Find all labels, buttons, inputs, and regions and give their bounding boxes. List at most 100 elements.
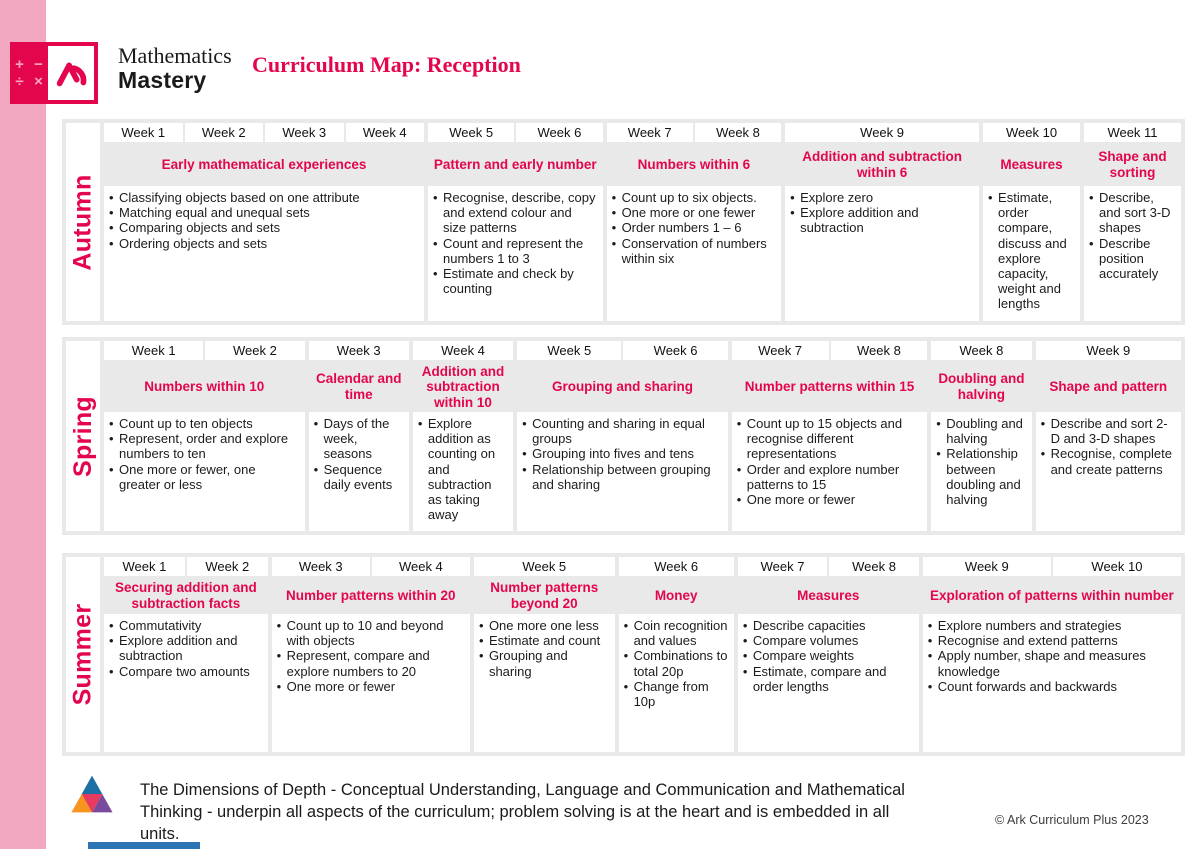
week-header: Week 6 — [618, 557, 734, 576]
unit-column: Week 4 Addition and subtraction within 10… — [412, 341, 514, 531]
week-header: Week 3 — [265, 123, 344, 142]
bullet-item: Change from 10p — [623, 679, 729, 709]
bullet-item: Count forwards and backwards — [927, 679, 1176, 694]
unit-content: Describe capacitiesCompare volumesCompar… — [737, 614, 919, 752]
unit-title: Money — [654, 588, 698, 604]
bullet-item: Estimate and count — [478, 633, 610, 648]
bullet-item: Order numbers 1 – 6 — [611, 220, 777, 235]
bullet-item: Represent, compare and explore numbers t… — [276, 648, 465, 678]
week-header: Week 2 — [205, 341, 305, 360]
week-header: Week 7 — [606, 123, 693, 142]
unit-title: Securing addition and subtraction facts — [114, 580, 257, 611]
unit-content: Counting and sharing in equal groupsGrou… — [517, 412, 728, 531]
week-header-row: Week 5 — [473, 557, 615, 576]
unit-content: Explore zeroExplore addition and subtrac… — [785, 186, 980, 321]
week-header-row: Week 8 — [931, 341, 1032, 360]
week-header: Week 9 — [1035, 341, 1181, 360]
bullet-item: Count up to 15 objects and recognise dif… — [736, 416, 923, 462]
multiply-icon: × — [34, 73, 43, 90]
brand-mastery: Mastery — [118, 67, 207, 93]
bullet-item: Explore addition and subtraction — [789, 205, 974, 235]
week-header: Week 11 — [1084, 123, 1181, 142]
bullet-item: One more or fewer — [736, 492, 923, 507]
unit-title: Addition and subtraction within 6 — [802, 149, 962, 180]
week-header: Week 2 — [186, 557, 268, 576]
unit-title: Measures — [1000, 157, 1063, 173]
bullet-item: Compare volumes — [742, 633, 914, 648]
unit-title: Calendar and time — [315, 371, 402, 402]
bullet-item: Describe and sort 2-D and 3-D shapes — [1040, 416, 1176, 446]
bullet-item: Combinations to total 20p — [623, 648, 729, 678]
week-header: Week 2 — [184, 123, 263, 142]
week-header-row: Week 9 — [1035, 341, 1181, 360]
unit-title: Number patterns within 15 — [744, 379, 915, 395]
dimensions-of-depth-note: The Dimensions of Depth - Conceptual Und… — [140, 779, 920, 845]
week-header: Week 8 — [931, 341, 1032, 360]
unit-title: Numbers within 10 — [144, 379, 265, 395]
unit-content: Classifying objects based on one attribu… — [104, 186, 425, 321]
unit-content: Describe, and sort 3-D shapesDescribe po… — [1084, 186, 1181, 321]
bullet-item: Ordering objects and sets — [108, 236, 419, 251]
divide-icon: ÷ — [15, 73, 24, 90]
unit-title: Addition and subtraction within 10 — [421, 363, 505, 410]
week-header: Week 1 — [104, 557, 185, 576]
dimensions-of-depth-triangle-icon — [70, 774, 114, 819]
bullet-item: Explore addition as counting on and subt… — [417, 416, 508, 522]
bullet-item: Estimate, compare and order lengths — [742, 664, 914, 694]
copyright-text: © Ark Curriculum Plus 2023 — [995, 813, 1149, 827]
week-header: Week 9 — [785, 123, 980, 142]
term-label: Summer — [66, 557, 100, 752]
week-header: Week 1 — [104, 341, 204, 360]
bullet-item: Represent, order and explore numbers to … — [108, 431, 300, 461]
week-header: Week 5 — [428, 123, 515, 142]
bullet-item: Apply number, shape and measures knowled… — [927, 648, 1176, 678]
week-header-row: Week 10 — [983, 123, 1081, 142]
brand-mathematics: Mathematics — [118, 43, 232, 68]
week-header: Week 5 — [473, 557, 615, 576]
plus-icon: + — [15, 56, 24, 73]
bullet-item: One more or one fewer — [611, 205, 777, 220]
unit-content: Days of the week, seasonsSequence daily … — [308, 412, 409, 531]
unit-title: Shape and sorting — [1098, 149, 1167, 180]
math-operators-icon: + − ÷ × — [10, 46, 48, 100]
term-label: Spring — [66, 341, 100, 531]
unit-title: Number patterns beyond 20 — [490, 580, 599, 611]
unit-content: Explore addition as counting on and subt… — [412, 412, 514, 531]
week-header: Week 8 — [830, 341, 928, 360]
term-label-text: Summer — [68, 603, 97, 706]
bullet-item: Estimate and check by counting — [432, 266, 598, 296]
week-header: Week 7 — [731, 341, 829, 360]
mastery-chevron-icon — [48, 46, 94, 100]
unit-content: Coin recognition and valuesCombinations … — [618, 614, 734, 752]
bullet-item: Commutativity — [108, 618, 263, 633]
bullet-item: Describe, and sort 3-D shapes — [1088, 190, 1176, 236]
term-label-text: Autumn — [68, 173, 97, 271]
unit-content: CommutativityExplore addition and subtra… — [104, 614, 268, 752]
bullet-item: Grouping into fives and tens — [521, 446, 723, 461]
bullet-item: Recognise, complete and create patterns — [1040, 446, 1176, 476]
bullet-item: Days of the week, seasons — [313, 416, 404, 462]
note-line-1: The Dimensions of Depth - Conceptual Und… — [140, 781, 905, 799]
unit-title: Measures — [797, 588, 860, 604]
term-label: Autumn — [66, 123, 100, 321]
bullet-item: Explore numbers and strategies — [927, 618, 1176, 633]
bullet-item: Classifying objects based on one attribu… — [108, 190, 419, 205]
note-line-2: Thinking - underpin all aspects of the c… — [140, 803, 890, 843]
unit-content: Describe and sort 2-D and 3-D shapesReco… — [1035, 412, 1181, 531]
unit-title: Pattern and early number — [433, 157, 597, 173]
bottom-blue-bar — [88, 842, 200, 849]
week-header: Week 5 — [517, 341, 622, 360]
week-header: Week 4 — [412, 341, 514, 360]
unit-content: Count up to ten objectsRepresent, order … — [104, 412, 305, 531]
